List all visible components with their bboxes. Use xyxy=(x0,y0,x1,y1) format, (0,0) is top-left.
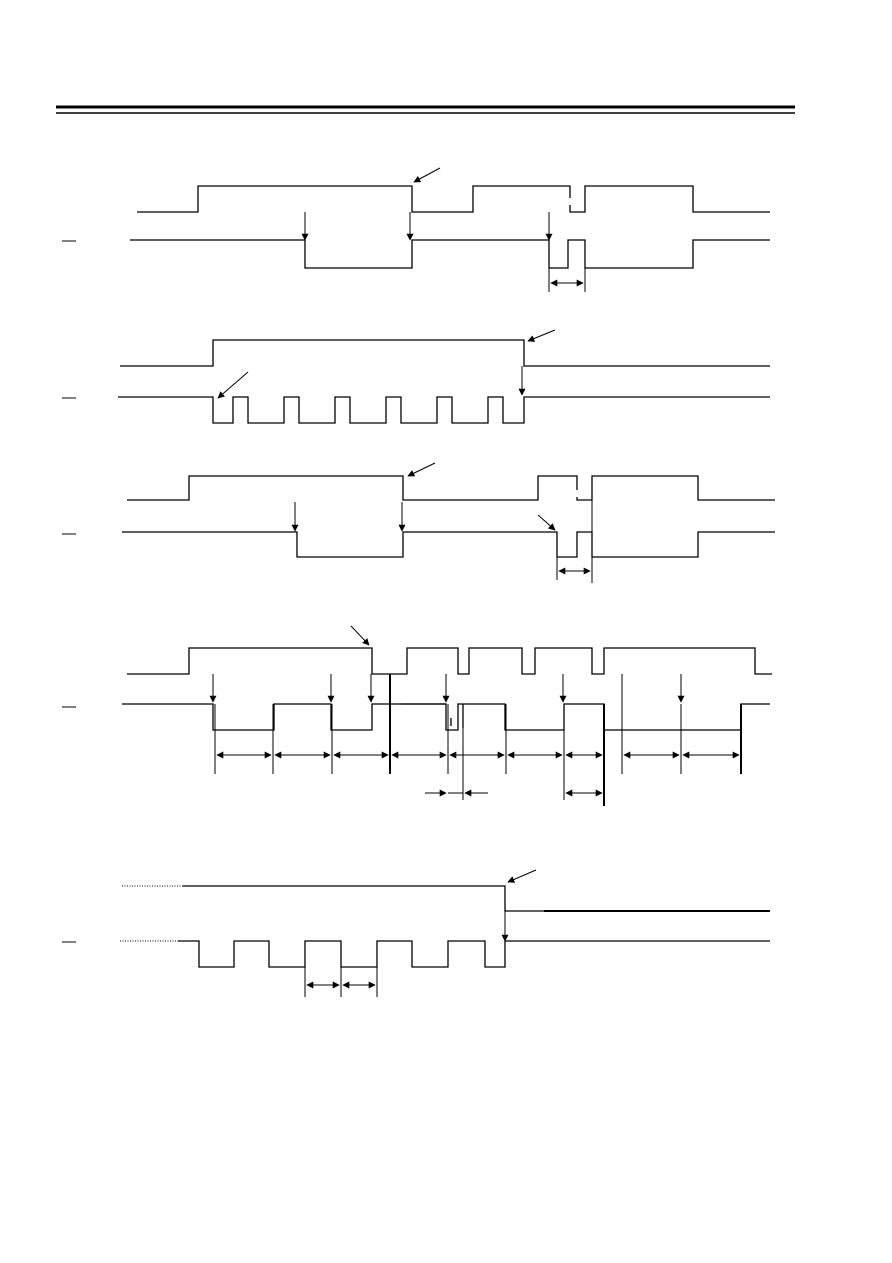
callout-arrow xyxy=(407,462,436,477)
signal-upper xyxy=(183,885,770,912)
signal-lower xyxy=(122,703,770,731)
timing-diagram-3 xyxy=(62,462,775,583)
timing-diagram-4 xyxy=(62,625,772,806)
signal-lower xyxy=(178,940,770,968)
timing-diagram-2 xyxy=(62,329,770,424)
header-rule xyxy=(56,105,795,114)
callout-arrow xyxy=(527,329,556,342)
signal-upper xyxy=(137,185,770,213)
signal-lower xyxy=(118,396,770,424)
signal-upper xyxy=(127,475,775,501)
signal-lower xyxy=(122,531,775,558)
callout-arrow xyxy=(350,625,370,646)
interval-ticks xyxy=(214,674,742,806)
callout-arrow xyxy=(507,869,537,883)
callout-arrow xyxy=(217,371,249,399)
signal-upper xyxy=(127,647,772,675)
timing-diagram-1 xyxy=(62,167,770,292)
callout-arrow xyxy=(537,514,556,531)
callout-arrow xyxy=(413,167,441,183)
signal-upper xyxy=(120,339,770,367)
signal-lower xyxy=(130,239,770,269)
timing-diagram-5 xyxy=(62,869,770,997)
